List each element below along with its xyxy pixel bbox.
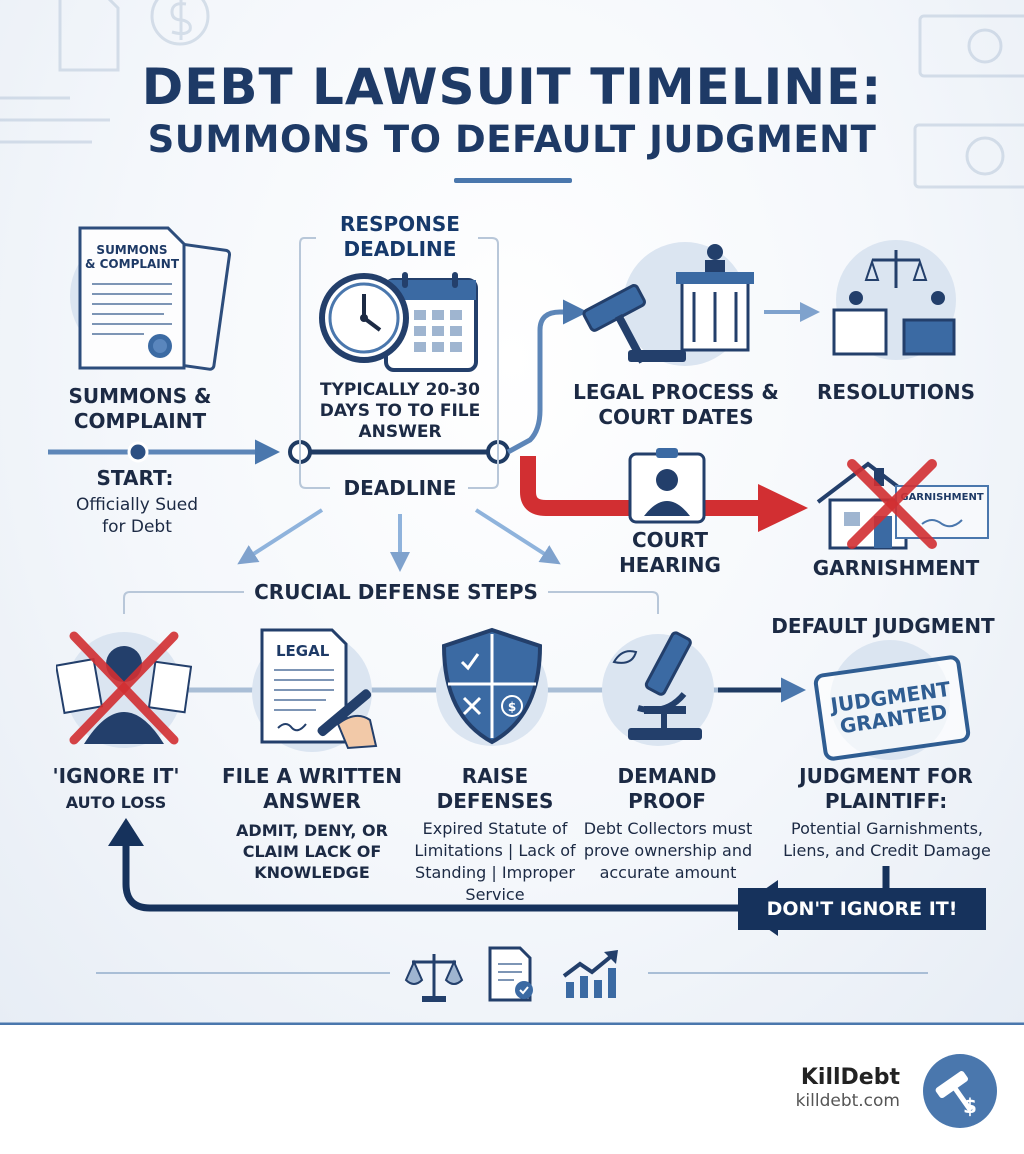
garnishment-label: GARNISHMENT [812, 556, 980, 580]
legal-branch [506, 299, 588, 455]
red-arrowhead [758, 484, 808, 532]
return-loop [122, 842, 890, 912]
defense-header: CRUCIAL DEFENSE STEPS [254, 580, 538, 604]
title-underline [454, 178, 572, 183]
default-judgment-header: DEFAULT JUDGMENT [771, 614, 995, 638]
dollar-icon [0, 0, 1024, 189]
scales-judges-icon [832, 240, 956, 360]
dont-ignore-banner: DON'T IGNORE IT! [738, 888, 986, 930]
background-decor [0, 0, 1024, 189]
proof-text: Debt Collectors must prove ownership and… [583, 819, 753, 882]
deadline-bracket [299, 237, 499, 489]
deadline-text: TYPICALLY 20-30 DAYS TO TO FILE ANSWER [319, 380, 481, 442]
person-id-icon [628, 448, 706, 524]
svg-text:$: $ [963, 1094, 977, 1118]
infographic-canvas: DEBT LAWSUIT TIMELINE: SUMMONS TO DEFAUL… [0, 0, 1024, 1025]
court-hearing-label: COURT HEARING [619, 528, 721, 577]
return-arrowhead [108, 818, 144, 846]
start-node [127, 441, 149, 463]
file-title: FILE A WRITTEN ANSWER [222, 764, 402, 813]
red-branch [520, 456, 760, 516]
house-garnishment-icon: GARNISHMENT [816, 459, 989, 550]
trend-chart-icon [562, 950, 618, 998]
summons-label: SUMMONS & COMPLAINT [68, 384, 212, 433]
raise-text: Expired Statute of Limitations | Lack of… [414, 819, 576, 904]
judgment-title: JUDGMENT FOR PLAINTIFF: [799, 764, 973, 813]
defense-bracket [123, 591, 659, 614]
document-check-icon [488, 946, 533, 1002]
ignore-title: 'IGNORE IT' [52, 764, 180, 788]
raise-title: RAISE DEFENSES [436, 764, 554, 813]
title-line-2: SUMMONS TO DEFAULT JUDGMENT [147, 118, 877, 161]
scales-icon [404, 954, 464, 1002]
file-text: ADMIT, DENY, OR CLAIM LACK OF KNOWLEDGE [236, 821, 388, 882]
gavel-podium-icon [582, 242, 754, 366]
summons-doc-text-1: SUMMONS [96, 243, 167, 257]
legal-process-label: LEGAL PROCESS & COURT DATES [573, 380, 779, 429]
judgment-text: Potential Garnishments, Liens, and Credi… [783, 819, 991, 860]
garnishment-doc-text: GARNISHMENT [900, 492, 983, 503]
resolutions-label: RESOLUTIONS [817, 380, 975, 404]
start-text: Officially Sued for Debt [75, 495, 199, 537]
title-line-1: DEBT LAWSUIT TIMELINE: [141, 58, 883, 116]
start-label: START: [96, 466, 174, 490]
brand-url: killdebt.com [795, 1091, 900, 1111]
shield-icon: $ [436, 627, 548, 746]
ignore-text: AUTO LOSS [65, 793, 167, 812]
ignore-person-icon [56, 631, 192, 748]
deadline-footer: DEADLINE [343, 476, 457, 500]
svg-text:$: $ [508, 700, 516, 714]
clock-calendar-icon [319, 272, 478, 372]
summons-doc-text-2: & COMPLAINT [85, 257, 180, 271]
footer: KillDebt killdebt.com $ [0, 1025, 1024, 1154]
file-doc-text: LEGAL [276, 642, 330, 660]
microscope-icon [602, 631, 714, 746]
brand-name: KillDebt [800, 1065, 900, 1090]
brand-logo-icon: $ [923, 1054, 997, 1128]
deadline-header: RESPONSE DEADLINE [340, 212, 460, 261]
proof-title: DEMAND PROOF [617, 764, 717, 813]
legal-document-pen-icon: LEGAL [252, 628, 378, 752]
summons-document-icon: SUMMONS & COMPLAINT [70, 226, 232, 371]
